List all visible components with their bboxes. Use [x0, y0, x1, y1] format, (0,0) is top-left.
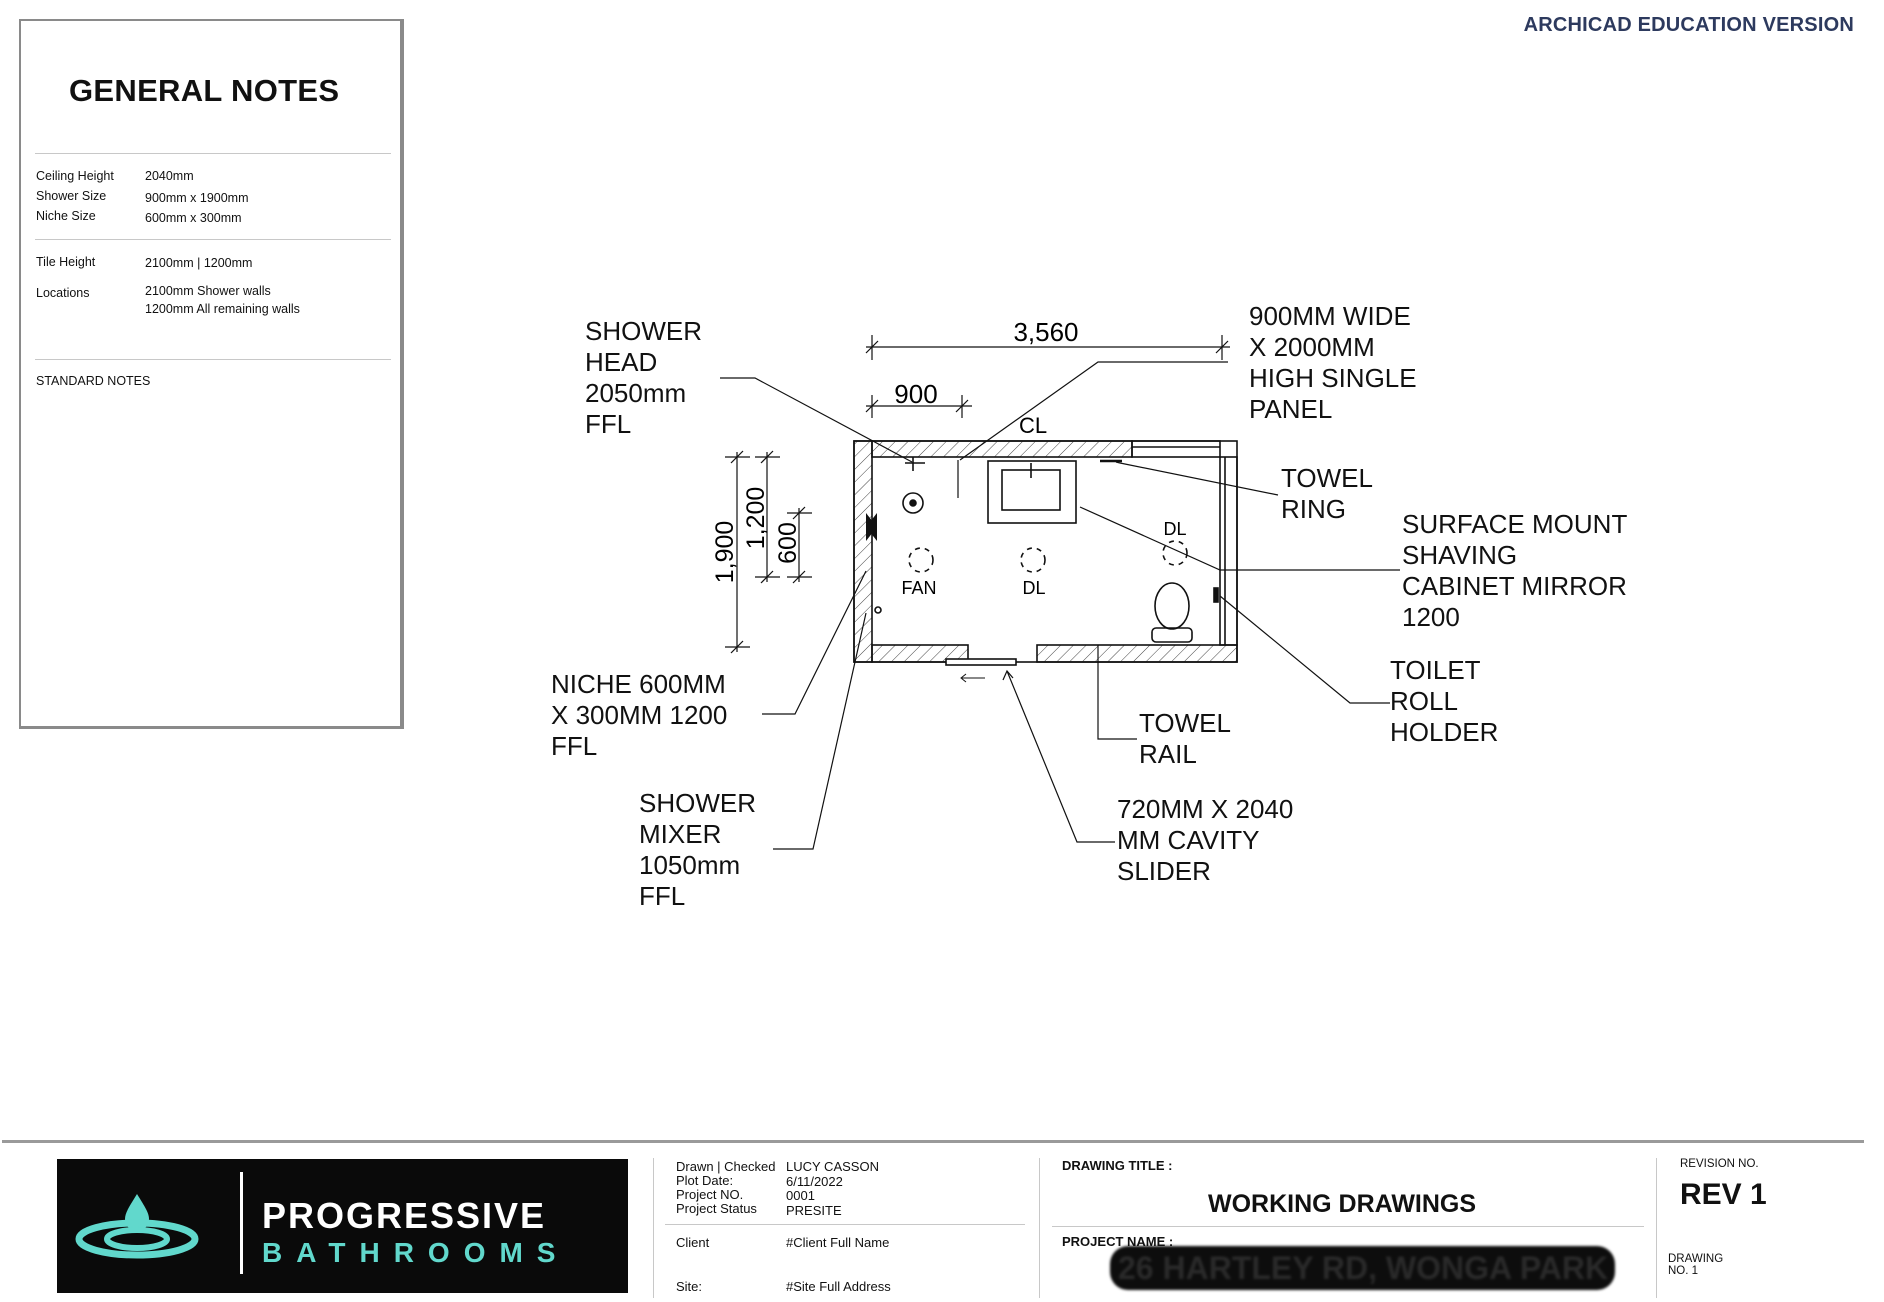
locations-value-1: 2100mm Shower walls	[145, 284, 271, 298]
downlight-circle	[1162, 540, 1188, 566]
fan-circle	[908, 547, 934, 573]
water-drop-icon	[75, 1194, 199, 1259]
standard-notes-heading: STANDARD NOTES	[36, 374, 151, 388]
shower-size-value: 900mm x 1900mm	[145, 191, 249, 205]
tile-height-value: 2100mm | 1200mm	[145, 256, 253, 270]
downlight-label: DL	[1022, 578, 1045, 598]
centerline-mark: CL	[1019, 413, 1047, 438]
toilet-roll-holder-label: TOILET ROLL HOLDER	[1390, 655, 1499, 747]
fan-label: FAN	[901, 578, 936, 598]
niche-size-value: 600mm x 300mm	[145, 211, 242, 225]
notes-divider	[35, 359, 391, 360]
logo-word-bathrooms: BATHROOMS	[262, 1237, 570, 1268]
drawn-checked-label: Drawn | Checked	[676, 1159, 776, 1174]
downlight-circle	[1020, 547, 1046, 573]
notes-title: GENERAL NOTES	[69, 73, 340, 108]
toilet-bowl	[1154, 582, 1190, 630]
revision-label: REVISION NO.	[1680, 1158, 1759, 1170]
dim-height-1900: 1,900	[711, 521, 739, 584]
notes-divider	[35, 239, 391, 240]
logo-divider	[240, 1172, 243, 1274]
project-status-value: PRESITE	[786, 1203, 842, 1218]
shower-size-label: Shower Size	[36, 189, 107, 203]
project-name-label: PROJECT NAME :	[1062, 1234, 1174, 1249]
general-notes-panel: GENERAL NOTES Ceiling Height 2040mm Show…	[19, 19, 404, 729]
right-wall	[1219, 456, 1238, 646]
shower-drain	[902, 492, 924, 514]
site-label: Site:	[676, 1279, 703, 1294]
title-block-border	[2, 1140, 1864, 1143]
toilet-roll-fixture	[1213, 587, 1219, 603]
dim-height-1200: 1,200	[742, 487, 770, 550]
niche-label: NICHE 600MM X 300MM 1200 FFL	[551, 669, 728, 761]
bottom-wall-left	[871, 644, 969, 663]
shower-mixer-label: SHOWER MIXER 1050mm FFL	[639, 788, 756, 911]
client-label: Client	[676, 1235, 710, 1250]
cavity-slider-door	[945, 658, 1017, 666]
cavity-slider-label: 720MM X 2040 MM CAVITY SLIDER	[1117, 794, 1294, 886]
window	[1131, 440, 1221, 458]
project-name-value: 26 HARTLEY RD, WONGA PARK	[1110, 1246, 1615, 1290]
dim-overall-width: 3,560	[1013, 317, 1078, 347]
project-no-value: 0001	[786, 1188, 815, 1203]
leader-lines	[720, 361, 1400, 850]
title-block-divider	[653, 1158, 654, 1298]
drawing-title-label: DRAWING TITLE :	[1062, 1158, 1173, 1173]
shaving-cabinet-label: SURFACE MOUNT SHAVING CABINET MIRROR 120…	[1402, 509, 1628, 632]
toilet-cistern	[1151, 627, 1193, 643]
title-block-divider	[1656, 1158, 1657, 1298]
drawing-number-label: DRAWING NO. 1	[1668, 1253, 1724, 1277]
towel-ring-label: TOWEL RING	[1281, 463, 1373, 524]
client-value: #Client Full Name	[786, 1235, 890, 1250]
left-wall	[853, 440, 873, 663]
dimension-lines	[725, 335, 1230, 654]
bathroom-floor-plan: 3,560 900 1,900 1,200 600 CL FAN DL DL	[711, 317, 1400, 850]
dim-height-600: 600	[774, 522, 802, 564]
title-block-divider	[665, 1224, 1025, 1225]
project-status-label: Project Status	[676, 1201, 757, 1216]
drawn-checked-value: LUCY CASSON	[786, 1159, 879, 1174]
ceiling-height-value: 2040mm	[145, 169, 194, 183]
plot-date-label: Plot Date:	[676, 1173, 734, 1188]
project-no-label: Project NO.	[676, 1187, 744, 1202]
title-block-divider	[1052, 1226, 1644, 1227]
title-block-divider	[1039, 1158, 1040, 1298]
plot-date-value: 6/11/2022	[786, 1174, 843, 1189]
education-watermark: ARCHICAD EDUCATION VERSION	[1523, 14, 1854, 36]
site-value: #Site Full Address	[786, 1279, 891, 1294]
niche-size-label: Niche Size	[36, 209, 96, 223]
drawing-title-value: WORKING DRAWINGS	[1208, 1190, 1477, 1218]
shower-head-label: SHOWER HEAD 2050mm FFL	[585, 316, 702, 439]
downlight-label: DL	[1163, 519, 1186, 539]
bottom-wall-right	[1036, 644, 1238, 663]
locations-value-2: 1200mm All remaining walls	[145, 302, 300, 316]
company-logo: PROGRESSIVE BATHROOMS	[57, 1159, 628, 1293]
logo-word-progressive: PROGRESSIVE	[262, 1195, 547, 1236]
top-wall	[871, 440, 1133, 458]
revision-value: REV 1	[1680, 1178, 1767, 1211]
dim-shower-width: 900	[894, 379, 937, 409]
ceiling-height-label: Ceiling Height	[36, 169, 114, 183]
notes-divider	[35, 153, 391, 154]
towel-rail-label: TOWEL RAIL	[1139, 708, 1231, 769]
shower-mixer-fixture	[874, 606, 882, 614]
vanity	[987, 460, 1077, 524]
locations-label: Locations	[36, 286, 90, 300]
tile-height-label: Tile Height	[36, 255, 96, 269]
shower-panel-label: 900MM WIDE X 2000MM HIGH SINGLE PANEL	[1249, 301, 1417, 424]
